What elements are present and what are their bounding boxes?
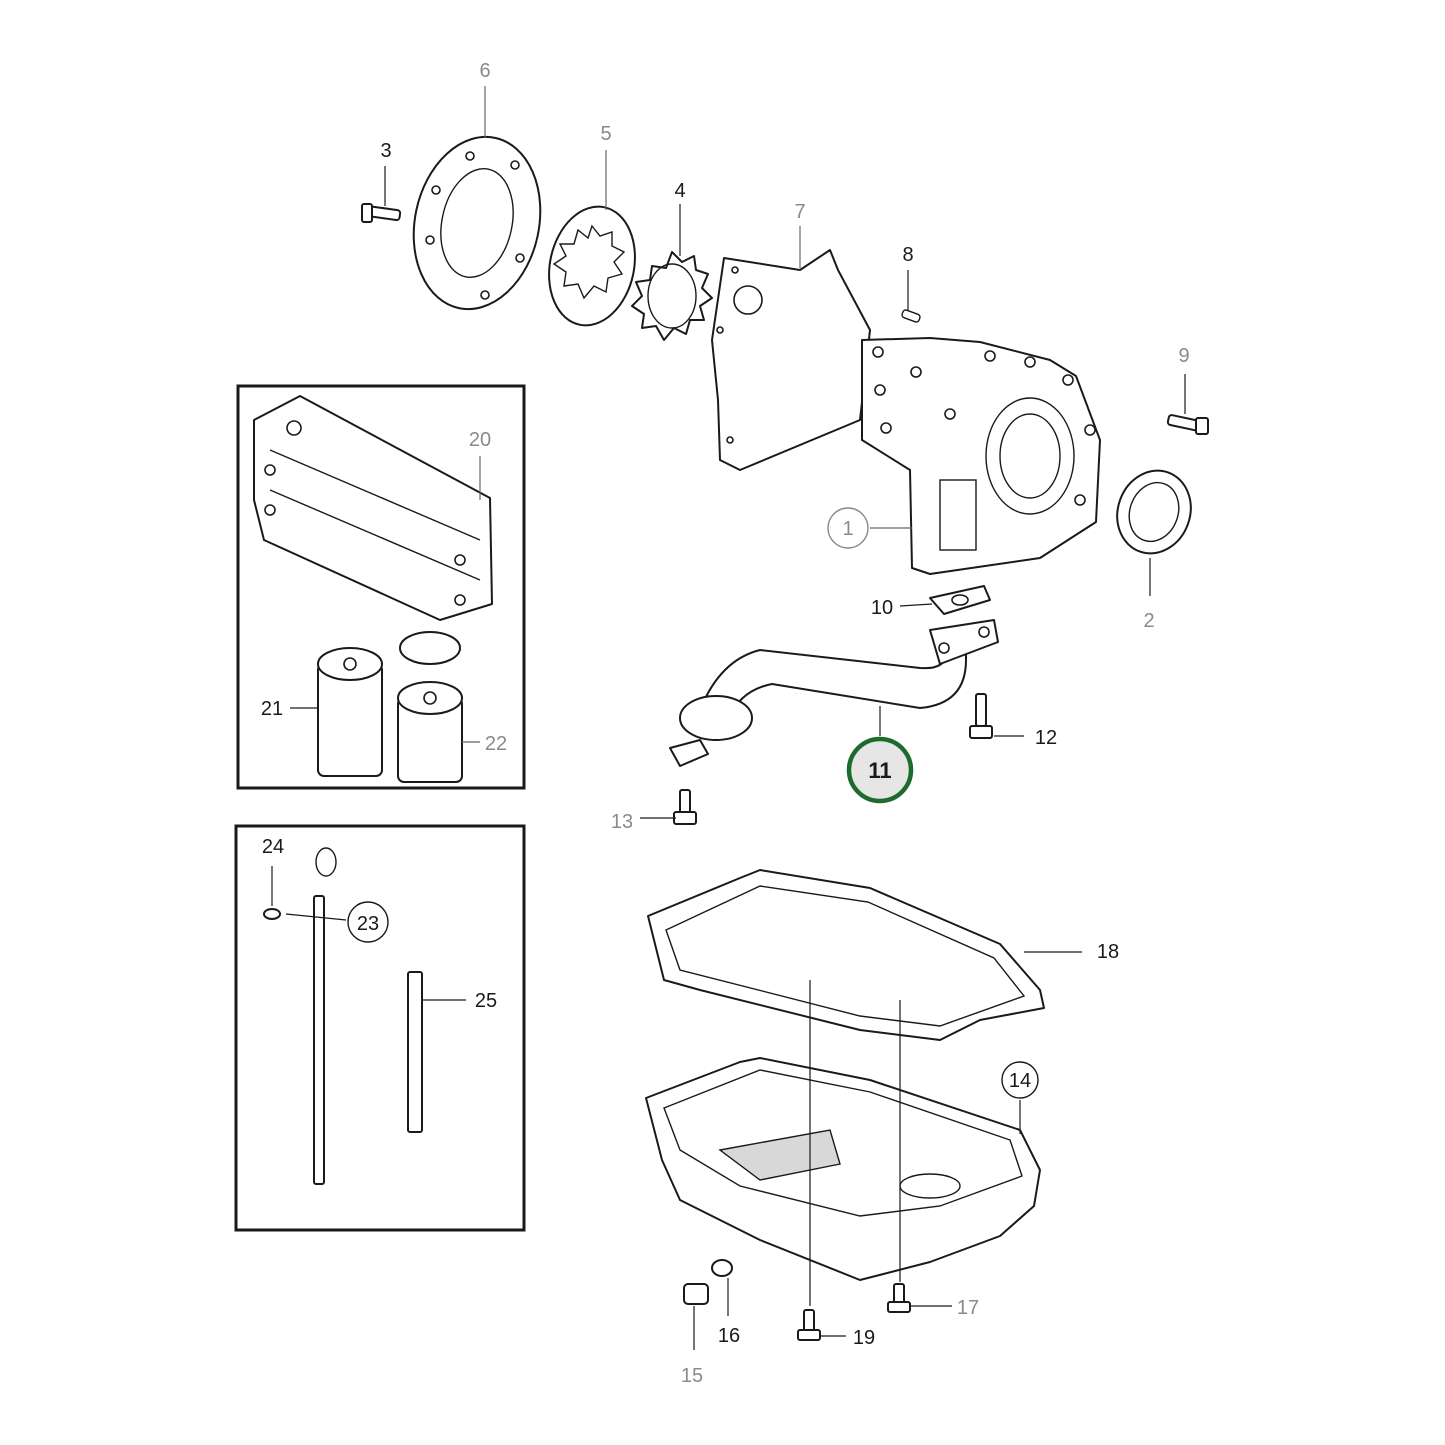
- part-19-bolt[interactable]: [797, 1309, 821, 1341]
- part-5-splined-washer[interactable]: [538, 199, 645, 334]
- part-6-flange-plate[interactable]: [398, 125, 555, 321]
- callout-21: 21: [261, 698, 283, 720]
- callout-24: 24: [262, 836, 284, 858]
- part-7-gasket[interactable]: [711, 249, 871, 471]
- part-23-dipstick[interactable]: [313, 847, 337, 1185]
- part-13-bolt[interactable]: [673, 789, 697, 825]
- part-11-oil-pickup-tube[interactable]: [669, 619, 999, 767]
- leader-lines: [271, 86, 1186, 1350]
- part-1-oil-pump-housing[interactable]: [861, 337, 1101, 575]
- callout-19: 19: [853, 1327, 875, 1349]
- callout-12: 12: [1035, 727, 1057, 749]
- callout-15: 15: [681, 1365, 703, 1387]
- callout-23-circle: [347, 901, 389, 943]
- callout-4: 4: [674, 180, 685, 202]
- callout-11[interactable]: 11: [868, 758, 891, 783]
- oil-filter-inset-frame: [236, 384, 526, 790]
- callout-14-circle: [1001, 1061, 1039, 1099]
- part-21-oil-filter[interactable]: [317, 647, 383, 777]
- callout-3: 3: [380, 140, 391, 162]
- part-25-dipstick-tube[interactable]: [407, 971, 423, 1133]
- callout-17: 17: [957, 1297, 979, 1319]
- callout-7: 7: [794, 201, 805, 223]
- part-12-bolt[interactable]: [969, 693, 993, 739]
- part-10-gasket[interactable]: [929, 585, 991, 615]
- part-2-seal[interactable]: [1106, 460, 1202, 564]
- callout-20: 20: [469, 429, 491, 451]
- part-22-oil-filter[interactable]: [397, 631, 463, 783]
- part-20-oil-cooler[interactable]: [253, 395, 493, 621]
- callout-22: 22: [485, 733, 507, 755]
- callout-25: 25: [475, 990, 497, 1012]
- callout-14: 14: [1009, 1070, 1031, 1092]
- callout-2: 2: [1143, 610, 1154, 632]
- callout-10: 10: [871, 597, 893, 619]
- part-15-drain-plug[interactable]: [683, 1283, 709, 1305]
- part-9-bolt[interactable]: [1166, 414, 1209, 435]
- callout-5: 5: [600, 123, 611, 145]
- callout-1-circle: [827, 507, 869, 549]
- part-17-bolt[interactable]: [887, 1283, 911, 1313]
- part-8-dowel-pin[interactable]: [901, 309, 921, 323]
- part-3-bolt[interactable]: [361, 203, 402, 223]
- callout-1: 1: [842, 518, 853, 540]
- callout-6: 6: [479, 60, 490, 82]
- part-18-pan-gasket[interactable]: [647, 869, 1045, 1041]
- callout-23: 23: [357, 913, 379, 935]
- callout-16: 16: [718, 1325, 740, 1347]
- callout-11-highlight[interactable]: [846, 736, 914, 804]
- part-14-oil-pan[interactable]: [645, 1057, 1041, 1281]
- part-4-gear[interactable]: [631, 251, 713, 341]
- part-16-washer[interactable]: [711, 1259, 733, 1277]
- callout-13: 13: [611, 811, 633, 833]
- callout-18: 18: [1097, 941, 1119, 963]
- callout-9: 9: [1178, 345, 1189, 367]
- part-24-o-ring[interactable]: [263, 908, 281, 920]
- callout-8: 8: [902, 244, 913, 266]
- dipstick-inset-frame: [234, 824, 526, 1232]
